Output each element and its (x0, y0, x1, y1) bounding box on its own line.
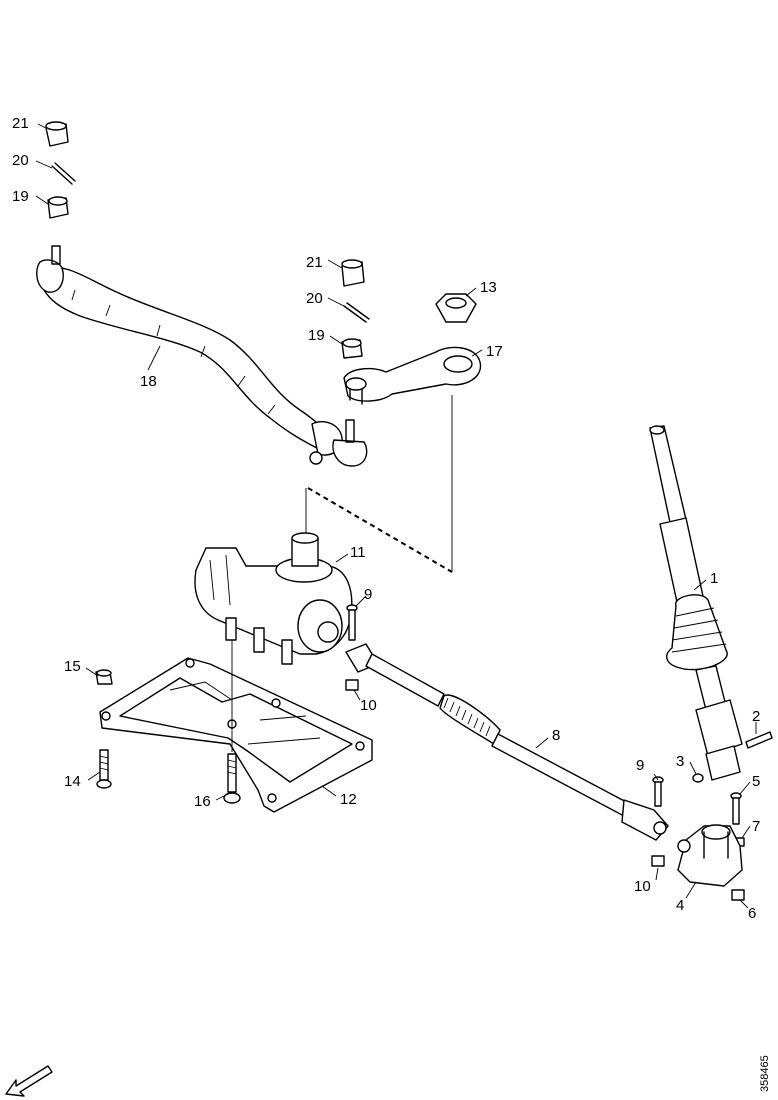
castle-nut-19-left (47, 196, 69, 219)
callout-19-left: 19 (12, 188, 29, 205)
callout-7: 7 (752, 818, 760, 835)
callout-21-right: 21 (306, 254, 323, 271)
cap-21-left (45, 121, 69, 147)
callout-21-left: 21 (12, 115, 29, 132)
lower-bearing-bracket-4 (677, 824, 743, 887)
callout-10-upper: 10 (360, 697, 377, 714)
callout-17: 17 (486, 343, 503, 360)
callout-14: 14 (64, 773, 81, 790)
bolt-9-upper (346, 604, 358, 641)
callout-13: 13 (480, 279, 497, 296)
split-pin-20-left (51, 162, 76, 185)
intermediate-shaft-8 (345, 643, 669, 841)
callout-6: 6 (748, 905, 756, 922)
callout-10-lower: 10 (634, 878, 651, 895)
callout-20-left: 20 (12, 152, 29, 169)
leader-lines (35, 123, 757, 909)
callout-1: 1 (710, 570, 718, 587)
nut-10-upper (345, 679, 359, 691)
bolt-5 (730, 792, 742, 825)
cap-21-right (341, 259, 365, 287)
direction-arrow-icon (5, 1065, 53, 1097)
alignment-dashed-line (307, 487, 453, 573)
callout-18: 18 (140, 373, 157, 390)
callout-9-lower: 9 (636, 757, 644, 774)
nut-15 (95, 669, 113, 685)
split-pin-20-right (343, 302, 370, 323)
bolt-2 (745, 731, 773, 749)
bolt-16 (223, 753, 241, 804)
callout-9-upper: 9 (364, 586, 372, 603)
mounting-bracket-12 (99, 657, 373, 813)
nut-13 (435, 293, 477, 323)
callout-16: 16 (194, 793, 211, 810)
steering-gear-11 (194, 532, 353, 665)
nut-10-lower (651, 855, 665, 867)
nut-3 (692, 773, 704, 783)
callout-2: 2 (752, 708, 760, 725)
pitman-arm-17 (343, 346, 482, 405)
callout-5: 5 (752, 773, 760, 790)
bolt-14 (96, 749, 112, 789)
callout-3: 3 (676, 753, 684, 770)
bolt-9-lower (652, 776, 664, 807)
callout-15: 15 (64, 658, 81, 675)
callout-8: 8 (552, 727, 560, 744)
document-number: 358465 (759, 1055, 771, 1092)
nut-6 (731, 889, 745, 901)
callout-19-right: 19 (308, 327, 325, 344)
callout-4: 4 (676, 897, 684, 914)
callout-12: 12 (340, 791, 357, 808)
universal-joint (695, 699, 743, 781)
callout-20-right: 20 (306, 290, 323, 307)
callout-11: 11 (350, 544, 366, 561)
castle-nut-19-right (341, 338, 363, 359)
drag-link-18 (36, 245, 368, 467)
